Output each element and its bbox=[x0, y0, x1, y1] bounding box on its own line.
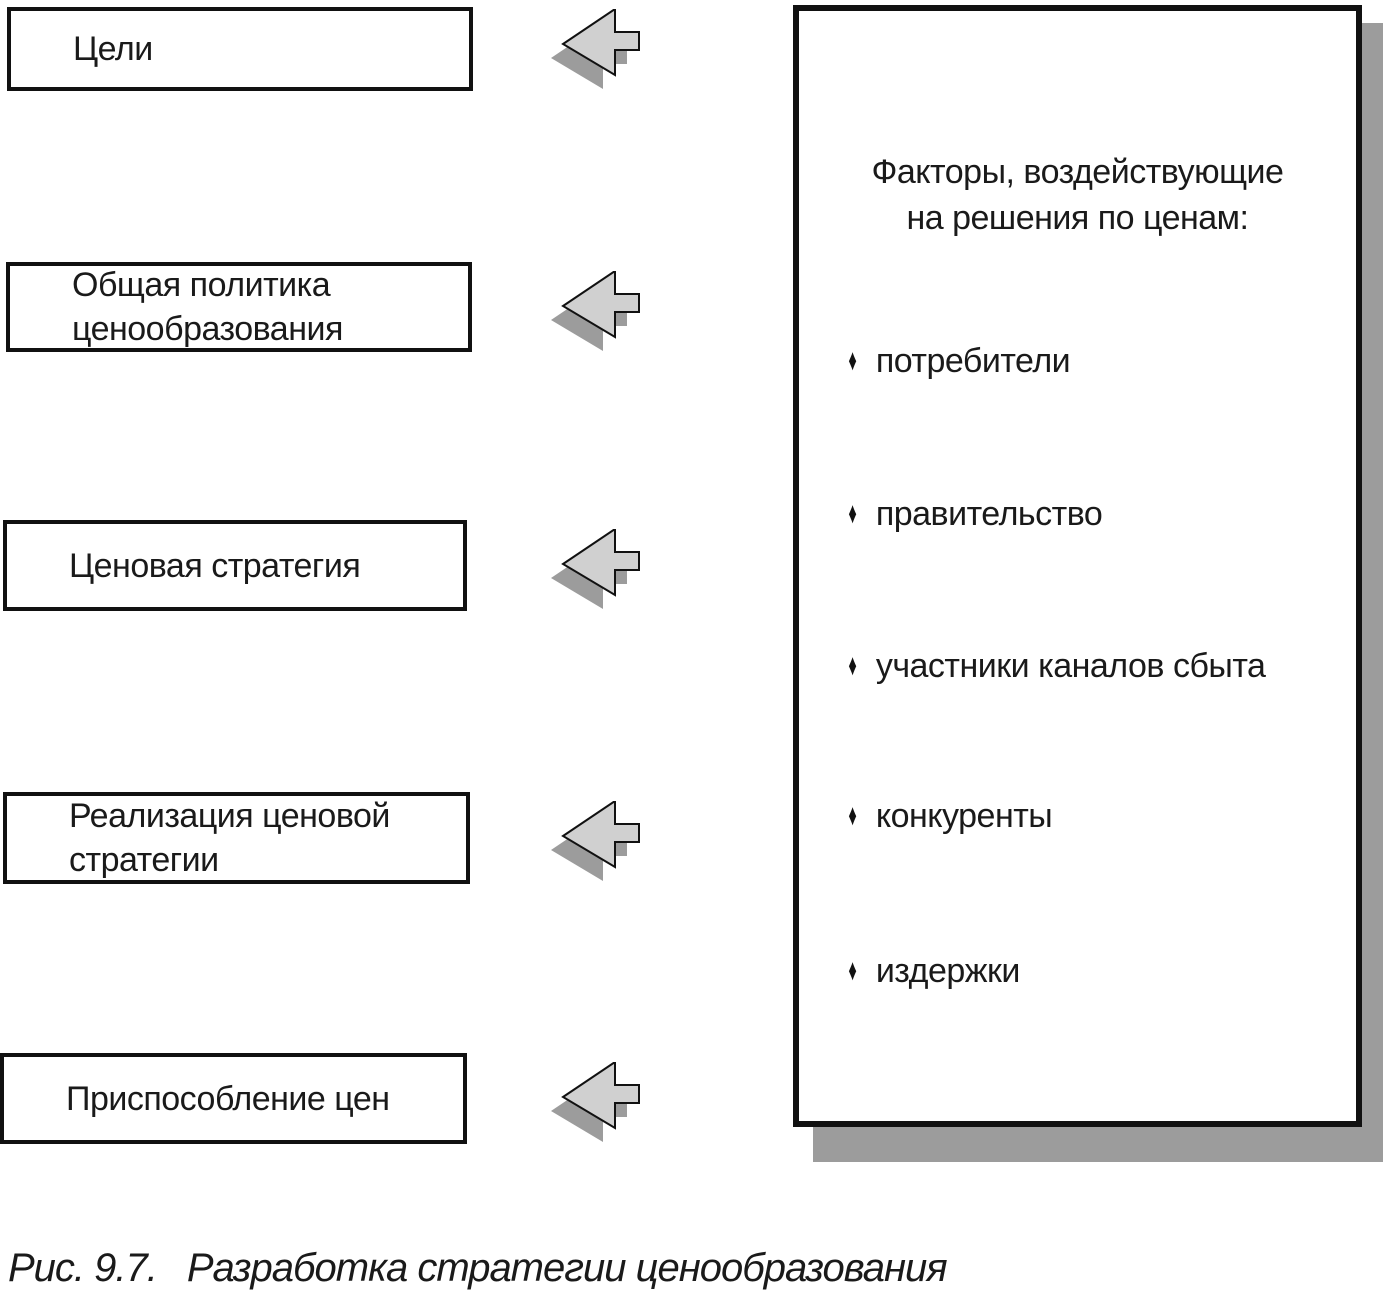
diamond-bullet-icon: ♦ bbox=[848, 344, 857, 377]
factor-label: издержки bbox=[875, 951, 1021, 990]
stage-label: Цели bbox=[73, 30, 153, 68]
factor-label: участники каналов сбыта bbox=[875, 646, 1266, 685]
diamond-bullet-icon: ♦ bbox=[848, 954, 857, 987]
diamond-bullet-icon: ♦ bbox=[848, 497, 857, 530]
factor-label: потребители bbox=[875, 341, 1071, 380]
left-block-arrow-icon bbox=[551, 529, 640, 609]
factors-heading: Факторы, воздействующие на решения по це… bbox=[799, 149, 1356, 241]
left-block-arrow-icon bbox=[551, 801, 640, 881]
factor-label: правительство bbox=[875, 494, 1103, 533]
left-block-arrow-icon bbox=[551, 1062, 640, 1142]
stage-label: Реализация ценовой стратегии bbox=[69, 797, 390, 879]
stage-label: Общая политика ценообразования bbox=[72, 266, 343, 348]
factor-label: конкуренты bbox=[875, 796, 1053, 835]
left-block-arrow-icon bbox=[551, 271, 640, 351]
figure-number: Рис. 9.7. bbox=[8, 1246, 158, 1290]
stage-label: Ценовая стратегия bbox=[69, 546, 361, 585]
diamond-bullet-icon: ♦ bbox=[848, 799, 857, 832]
figure-title: Разработка стратегии ценообразования bbox=[186, 1246, 948, 1290]
factors-heading-line1: Факторы, воздействующие bbox=[871, 153, 1284, 191]
factor-item-competitors: ♦ конкуренты bbox=[845, 793, 1052, 839]
factors-panel: Факторы, воздействующие на решения по це… bbox=[793, 5, 1362, 1127]
factor-item-government: ♦ правительство bbox=[845, 491, 1102, 537]
stage-box-goals: Цели bbox=[7, 7, 473, 91]
stage-box-price-adjustment: Приспособление цен bbox=[0, 1053, 467, 1144]
factor-item-costs: ♦ издержки bbox=[845, 948, 1020, 994]
stage-box-price-strategy: Ценовая стратегия bbox=[3, 520, 467, 611]
left-block-arrow-icon bbox=[551, 9, 640, 89]
figure-caption: Рис. 9.7. Разработка стратегии ценообраз… bbox=[8, 1246, 948, 1290]
factor-item-consumers: ♦ потребители bbox=[845, 338, 1070, 384]
factors-heading-line2: на решения по ценам: bbox=[906, 199, 1249, 237]
diamond-bullet-icon: ♦ bbox=[848, 649, 857, 682]
stage-box-general-pricing-policy: Общая политика ценообразования bbox=[6, 262, 472, 352]
factor-item-channel-members: ♦ участники каналов сбыта bbox=[845, 643, 1266, 689]
stage-box-strategy-implementation: Реализация ценовой стратегии bbox=[3, 792, 470, 884]
stage-label: Приспособление цен bbox=[66, 1079, 390, 1118]
